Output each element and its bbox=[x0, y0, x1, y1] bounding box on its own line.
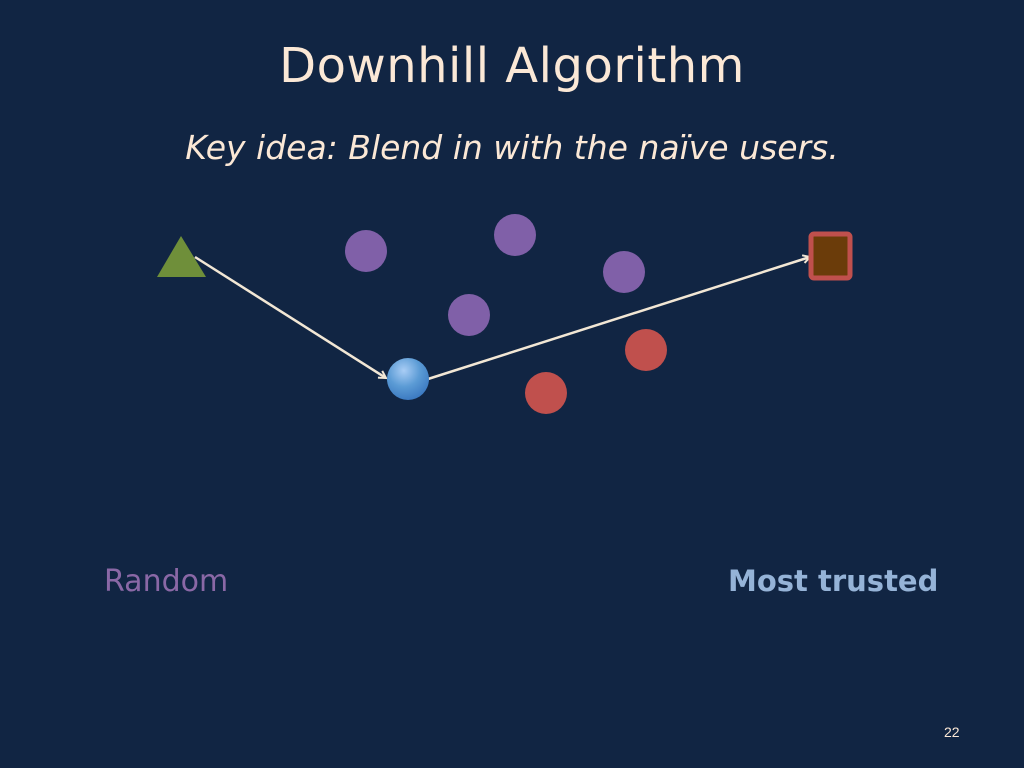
untrusted-user-node bbox=[625, 329, 667, 371]
random-label: Random bbox=[104, 564, 229, 599]
naive-user-node bbox=[345, 230, 387, 272]
target-node-square bbox=[808, 231, 853, 281]
naive-user-node bbox=[603, 251, 645, 293]
untrusted-user-node bbox=[525, 372, 567, 414]
path-arrow-start-to-walker bbox=[194, 255, 386, 378]
walker-node bbox=[387, 358, 429, 400]
naive-user-node bbox=[448, 294, 490, 336]
path-arrow-walker-to-target bbox=[427, 257, 810, 381]
start-node-triangle bbox=[157, 236, 206, 277]
slide-number: 22 bbox=[944, 724, 960, 740]
slide-title: Downhill Algorithm bbox=[279, 38, 745, 94]
most-trusted-label: Most trusted bbox=[728, 564, 939, 598]
slide-subtitle: Key idea: Blend in with the naïve users. bbox=[185, 128, 839, 167]
naive-user-node bbox=[494, 214, 536, 256]
